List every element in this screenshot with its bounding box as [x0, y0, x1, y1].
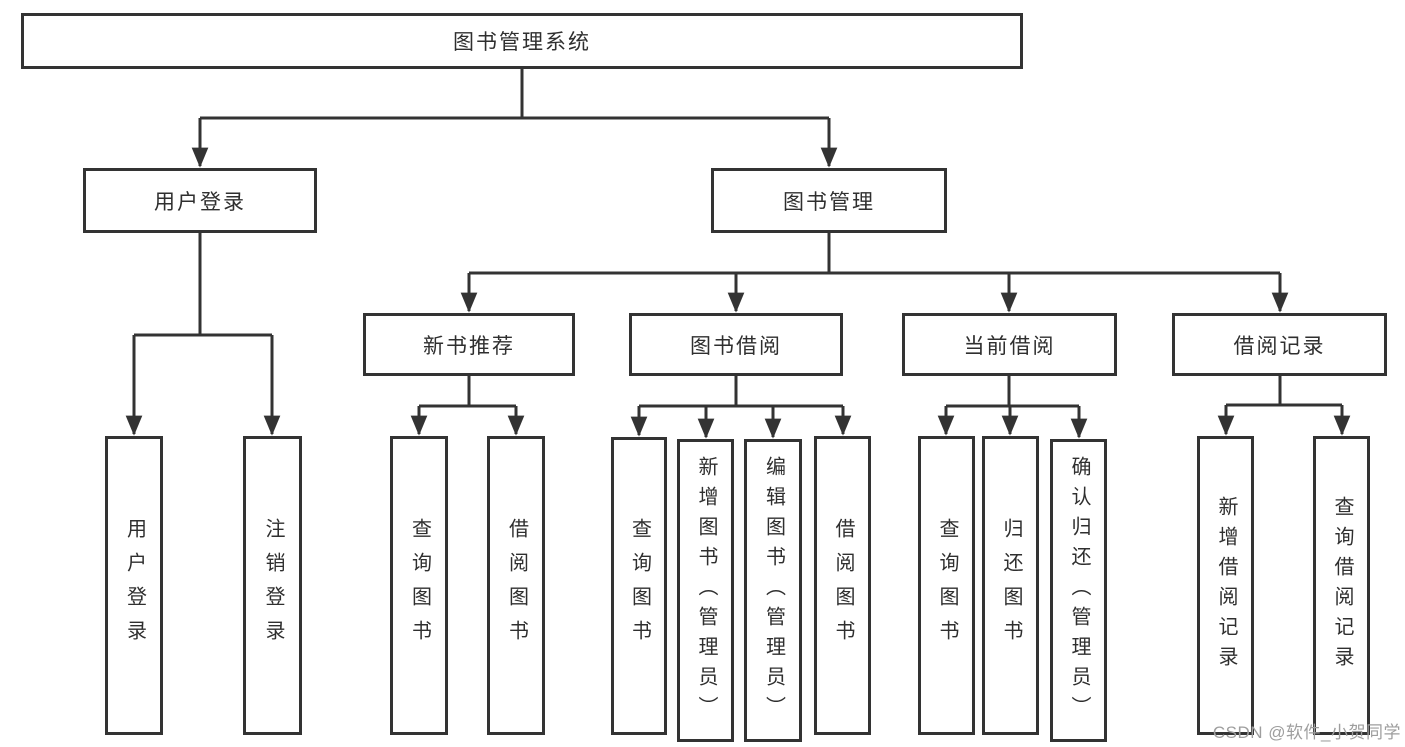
node-label: 用户登录 [154, 190, 246, 214]
node-label: 图书管理系统 [453, 31, 591, 54]
node-library-system: 图书管理系统 [21, 13, 1023, 69]
node-label: 用户登录 [123, 517, 146, 654]
node-label: 编辑图书（管理员） [762, 455, 785, 726]
node-label: 归还图书 [1000, 517, 1022, 654]
node-label: 确认归还（管理员） [1068, 455, 1090, 726]
node-user-login: 用户登录 [83, 168, 317, 233]
node-book-borrowing: 图书借阅 [629, 313, 843, 376]
node-label: 注销登录 [262, 517, 284, 654]
node-label: 当前借阅 [963, 334, 1056, 358]
node-label: 借阅记录 [1233, 334, 1326, 358]
leaf-user-login: 用户登录 [105, 436, 163, 735]
leaf-add-borrow-record: 新增借阅记录 [1197, 436, 1254, 735]
node-label: 新增图书（管理员） [695, 455, 717, 726]
node-label: 借阅图书 [505, 517, 528, 654]
leaf-add-books-admin: 新增图书（管理员） [677, 439, 734, 742]
node-label: 查询图书 [628, 518, 651, 654]
leaf-query-books: 查询图书 [390, 436, 448, 735]
node-label: 查询图书 [936, 517, 958, 654]
leaf-query-books: 查询图书 [611, 437, 667, 735]
leaf-borrow-books: 借阅图书 [487, 436, 545, 735]
node-label: 新增借阅记录 [1215, 495, 1237, 676]
leaf-logout: 注销登录 [243, 436, 302, 735]
leaf-edit-books-admin: 编辑图书（管理员） [744, 439, 802, 742]
node-book-management: 图书管理 [711, 168, 947, 233]
leaf-confirm-return-admin: 确认归还（管理员） [1050, 439, 1107, 742]
node-label: 新书推荐 [423, 334, 515, 358]
node-label: 图书管理 [783, 190, 875, 214]
node-label: 图书借阅 [690, 334, 782, 358]
csdn-watermark: CSDN @软件_小贺同学 [1212, 723, 1401, 742]
leaf-query-borrow-record: 查询借阅记录 [1313, 436, 1370, 735]
node-new-book-recommendation: 新书推荐 [363, 313, 575, 376]
leaf-query-books: 查询图书 [918, 436, 975, 735]
node-label: 借阅图书 [832, 517, 854, 654]
leaf-borrow-books: 借阅图书 [814, 436, 871, 735]
node-current-borrowing: 当前借阅 [902, 313, 1117, 376]
node-label: 查询借阅记录 [1331, 495, 1353, 676]
node-label: 查询图书 [408, 517, 431, 654]
node-borrowing-records: 借阅记录 [1172, 313, 1387, 376]
leaf-return-books: 归还图书 [982, 436, 1039, 735]
